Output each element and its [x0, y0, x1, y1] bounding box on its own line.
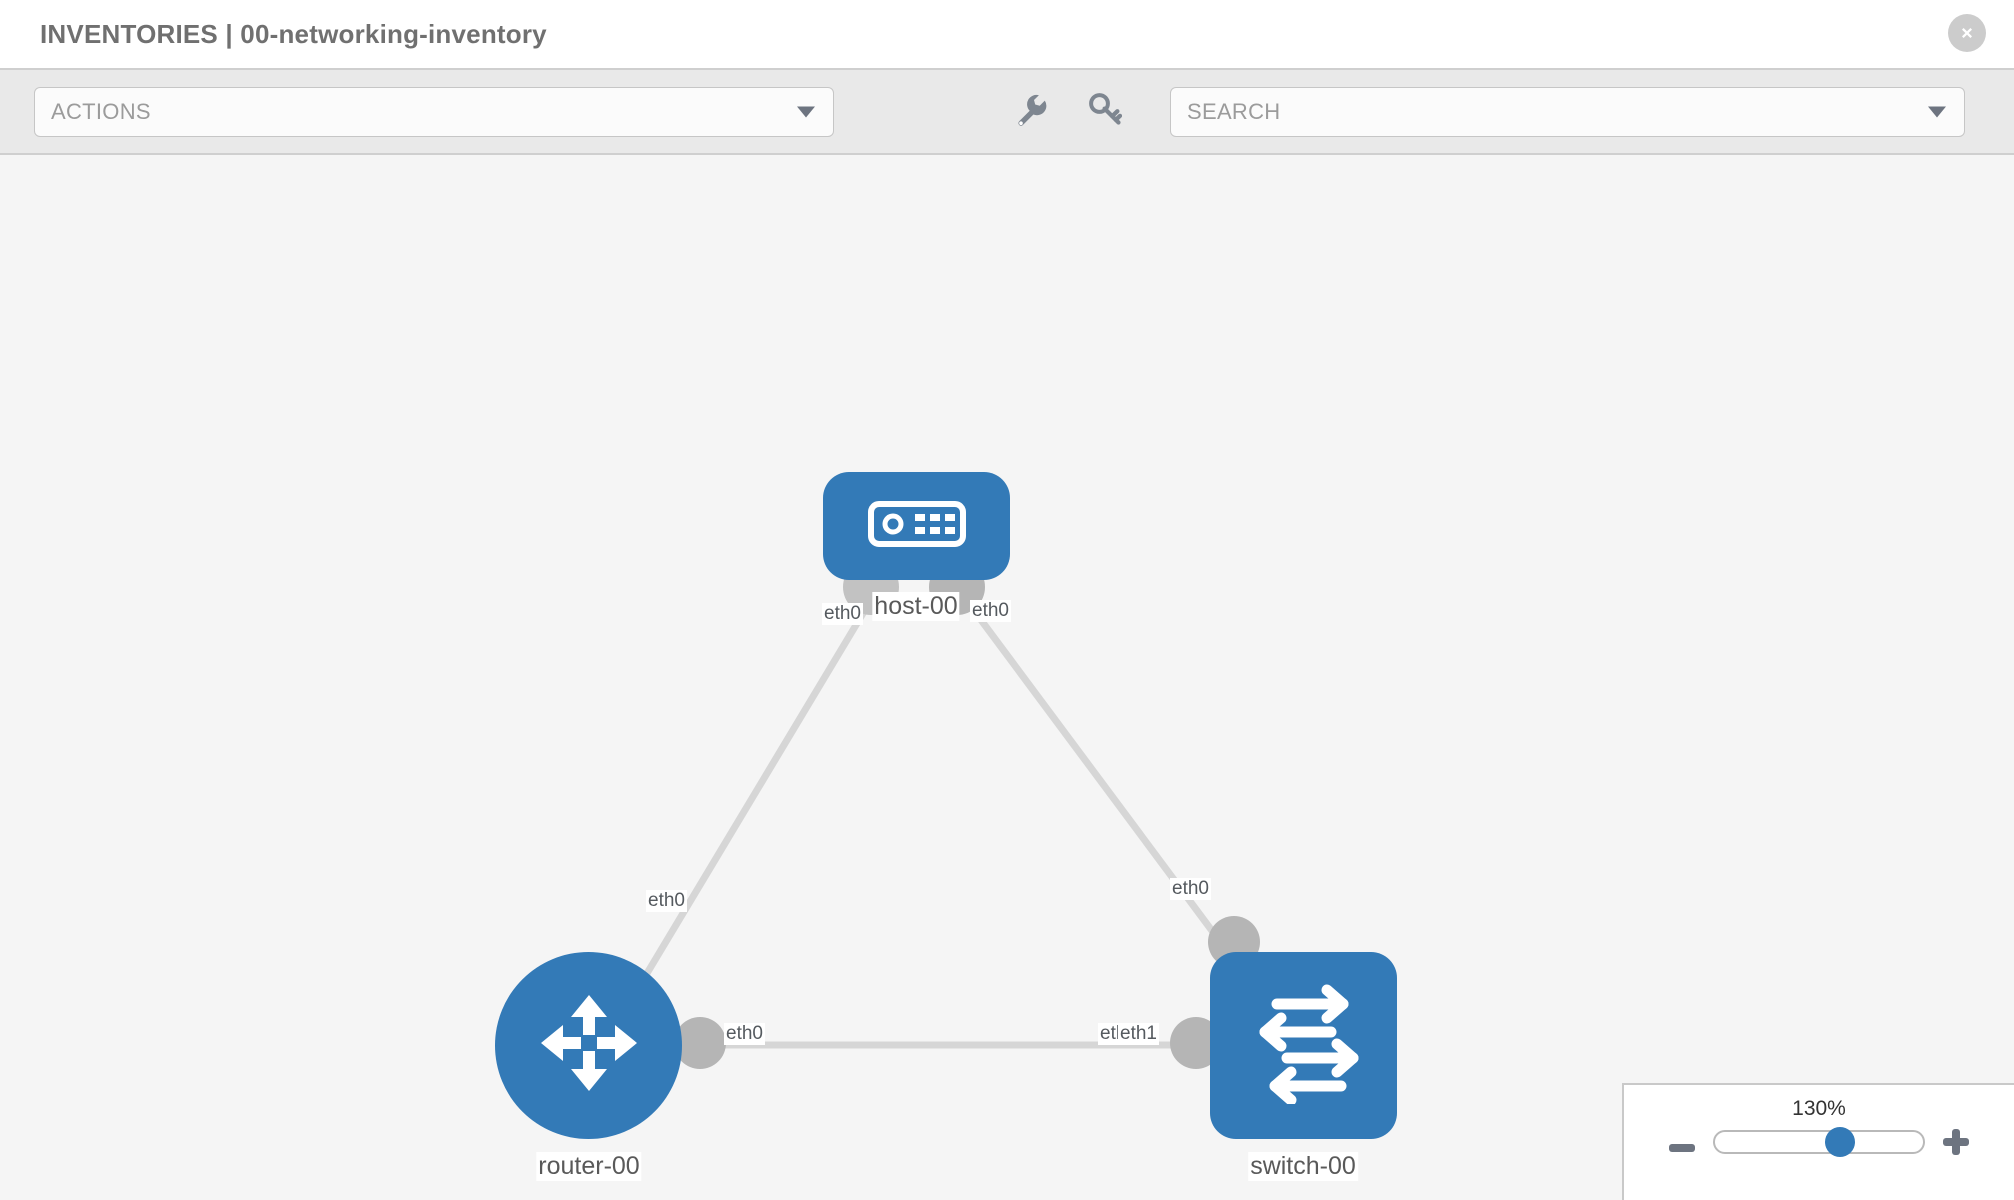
topology-canvas[interactable]: host-00 router-00 [0, 155, 2014, 1200]
zoom-slider-thumb[interactable] [1824, 1127, 1855, 1157]
chevron-down-icon [797, 106, 815, 117]
chevron-down-icon [1928, 106, 1946, 117]
wrench-icon[interactable] [1014, 92, 1048, 131]
toolbar: ACTIONS SEARCH [0, 68, 2014, 155]
zoom-level-value: 130% [1792, 1097, 1846, 1120]
actions-dropdown-label: ACTIONS [51, 98, 151, 124]
server-icon [867, 500, 966, 552]
link-host-router [636, 583, 884, 987]
zoom-in-button[interactable] [1943, 1129, 1969, 1155]
router-arrows-icon [529, 983, 649, 1108]
interface-dot [674, 1017, 726, 1069]
actions-dropdown[interactable]: ACTIONS [34, 86, 834, 137]
interface-dot [1170, 1017, 1222, 1069]
close-icon [1956, 22, 1978, 44]
topology-node-switch-00[interactable] [1210, 952, 1397, 1139]
page-title: INVENTORIES | 00-networking-inventory [40, 18, 547, 49]
topology-graph [636, 559, 1260, 1069]
interface-label: eth0 [646, 890, 687, 912]
toolbar-icon-group [1014, 92, 1123, 131]
search-input[interactable]: SEARCH [1187, 98, 1281, 124]
switch-arrows-icon [1243, 982, 1365, 1109]
interface-label: eth0 [822, 603, 863, 625]
interface-label: eth0 [1170, 878, 1211, 900]
topology-node-label-switch-00: switch-00 [1248, 1152, 1358, 1181]
key-icon[interactable] [1088, 92, 1123, 131]
topology-node-label-host-00: host-00 [872, 592, 960, 621]
page-header: INVENTORIES | 00-networking-inventory [0, 0, 2014, 68]
interface-label: eth0 [970, 600, 1011, 622]
topology-node-host-00[interactable] [823, 472, 1010, 580]
zoom-out-button[interactable] [1669, 1132, 1695, 1152]
zoom-control-panel: 130% [1622, 1083, 2014, 1200]
interface-label: eth1 [1118, 1023, 1159, 1045]
interface-label: eth0 [724, 1023, 765, 1045]
search-dropdown[interactable]: SEARCH [1170, 86, 1965, 137]
close-button[interactable] [1948, 14, 1986, 52]
zoom-slider-row [1624, 1127, 2014, 1157]
topology-node-router-00[interactable] [495, 952, 682, 1139]
topology-node-label-router-00: router-00 [536, 1152, 642, 1181]
zoom-slider[interactable] [1713, 1127, 1925, 1157]
